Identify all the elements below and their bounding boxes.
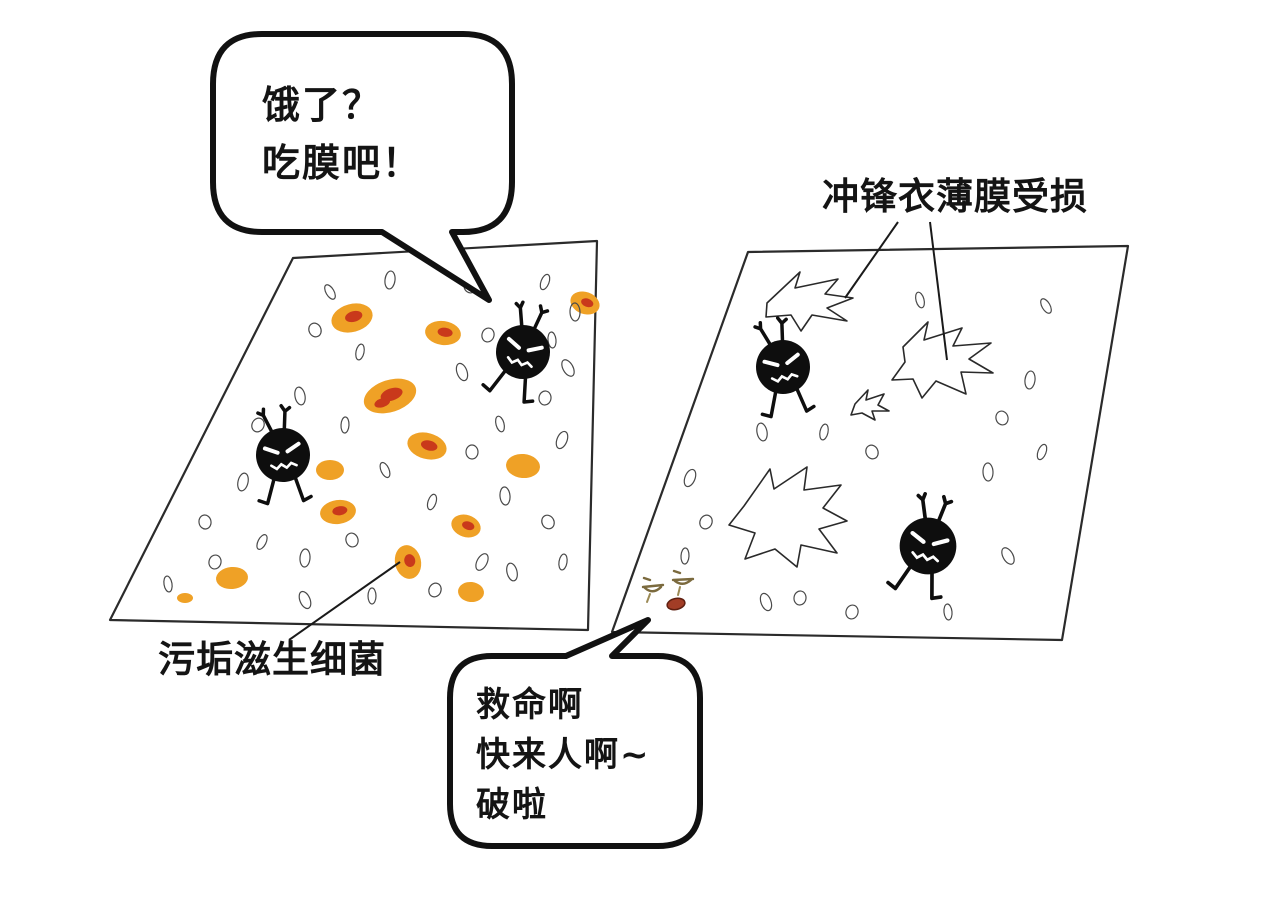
right-speckles-group <box>680 291 1052 621</box>
connector-line <box>844 221 899 299</box>
dirt-stain <box>506 453 540 479</box>
fabric-speckle <box>428 582 442 598</box>
fabric-speckle <box>379 461 391 479</box>
fabric-speckle <box>299 548 311 568</box>
fabric-speckle <box>495 415 505 433</box>
fabric-speckle <box>465 444 479 460</box>
bubble-hungry-line-1: 饿了？ <box>262 83 382 127</box>
bubble-help-line-2: 快来人啊~ <box>476 735 651 775</box>
torn-hole <box>728 466 848 568</box>
fabric-speckle <box>915 291 925 309</box>
label-membrane-damaged: 冲锋衣薄膜受损 <box>822 175 1088 218</box>
fabric-speckle <box>759 592 773 612</box>
fabric-speckle <box>506 562 518 582</box>
dirt-stain <box>316 460 344 480</box>
stain-core <box>332 506 348 516</box>
connector-line <box>288 561 401 641</box>
fabric-speckle <box>541 514 555 530</box>
fabric-speckle <box>538 390 552 406</box>
left-speckles-group <box>163 270 581 610</box>
connector-line <box>929 221 948 361</box>
fabric-speckle <box>793 590 807 606</box>
torn-hole <box>765 271 854 332</box>
connector-lines-group <box>288 221 948 641</box>
fabric-speckle <box>324 284 336 300</box>
fabric-speckle <box>982 462 994 482</box>
stain-core <box>420 440 438 451</box>
stain-core <box>345 310 363 323</box>
fabric-speckle <box>1024 370 1036 390</box>
stain-core <box>404 554 416 568</box>
fabric-speckle <box>845 604 859 620</box>
bubble-help-line-1: 救命啊 <box>476 685 584 725</box>
fabric-speckle <box>345 532 359 548</box>
fabric-speckle <box>426 493 438 511</box>
fabric-speckle <box>569 302 581 322</box>
fabric-speckle <box>1001 547 1015 565</box>
fabric-speckle <box>1036 443 1048 461</box>
dirt-stain <box>177 593 193 603</box>
fabric-speckle <box>699 514 713 530</box>
fabric-speckle <box>481 327 495 343</box>
fabric-speckle <box>308 322 322 338</box>
fabric-speckle <box>198 514 212 530</box>
speech-bubble-hungry <box>210 31 515 303</box>
fabric-speckle <box>208 554 222 570</box>
fabric-speckle <box>237 472 249 492</box>
stain-core <box>581 298 594 308</box>
fabric-speckle <box>558 553 568 571</box>
label-dirt-bacteria: 污垢滋生细菌 <box>158 638 386 681</box>
fabric-speckle <box>367 587 377 605</box>
fabric-speckle <box>756 422 768 442</box>
left-fabric <box>108 239 599 632</box>
fabric-speckle <box>340 416 350 434</box>
fabric-speckle <box>298 590 312 610</box>
stain-core <box>374 397 391 408</box>
fabric-speckle <box>680 547 690 565</box>
dirt-stains-group <box>177 291 600 603</box>
fabric-speckle <box>555 430 569 450</box>
dirt-stain <box>458 581 484 603</box>
fabric-speckle <box>455 362 469 382</box>
fabric-speckle <box>865 444 879 460</box>
fabric-speckle <box>355 343 365 361</box>
fabric-speckle <box>251 417 265 433</box>
fabric-speckle <box>539 273 551 291</box>
fabric-speckle <box>1040 298 1052 314</box>
stain-core <box>462 521 475 531</box>
fabric-speckle <box>384 270 396 290</box>
fabric-speckle <box>163 575 173 593</box>
fabric-speckle <box>256 534 268 550</box>
torn-hole <box>850 389 890 421</box>
fabric-speckle <box>294 386 306 406</box>
fabric-speckle <box>499 486 511 506</box>
stain-core <box>380 387 403 402</box>
right-fabric <box>610 244 1130 642</box>
fabric-speckle <box>475 553 489 571</box>
bubble-help-line-3: 破啦 <box>476 785 548 825</box>
bubble-hungry-line-2: 吃膜吧！ <box>262 141 422 185</box>
torn-holes-group <box>728 271 994 568</box>
fabric-speckle <box>683 468 697 488</box>
speech-bubble-help <box>447 617 703 849</box>
crying-face-icon <box>641 569 695 611</box>
fabric-speckle <box>943 603 953 621</box>
stain-core <box>437 327 453 337</box>
dirt-stain <box>216 566 248 590</box>
fabric-speckle <box>819 423 829 441</box>
fabric-speckle <box>995 410 1009 426</box>
fabric-speckle <box>547 331 557 349</box>
fabric-speckle <box>561 359 575 377</box>
